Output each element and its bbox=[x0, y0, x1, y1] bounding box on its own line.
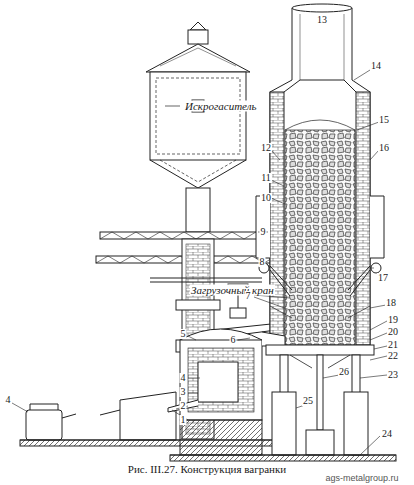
callout-number: 12 bbox=[260, 143, 272, 153]
callout-number: 4 bbox=[5, 395, 12, 405]
part-label: Искрогаситель bbox=[184, 101, 258, 112]
figure-caption: Рис. III.27. Конструкция вагранки bbox=[0, 463, 414, 475]
callout-number: 7 bbox=[245, 291, 252, 301]
callout-number: 25 bbox=[302, 396, 314, 406]
callout-number: 2 bbox=[180, 401, 187, 411]
callout-number: 3 bbox=[180, 387, 187, 397]
callout-number: 16 bbox=[378, 143, 390, 153]
callout-number: 13 bbox=[316, 15, 328, 25]
callout-number: 22 bbox=[387, 351, 399, 361]
callout-number: 24 bbox=[381, 429, 393, 439]
callout-number: 26 bbox=[338, 367, 350, 377]
callout-number: 19 bbox=[387, 315, 399, 325]
callout-number: 20 bbox=[387, 327, 399, 337]
part-label: Загрузочный кран bbox=[190, 285, 275, 296]
callout-number: 18 bbox=[385, 298, 397, 308]
callout-number: 15 bbox=[378, 115, 390, 125]
callout-number: 6 bbox=[230, 335, 237, 345]
callout-number: 1 bbox=[180, 415, 187, 425]
callout-number: 8 bbox=[259, 257, 266, 267]
callout-number: 5 bbox=[180, 329, 187, 339]
callout-number: 4 bbox=[180, 373, 187, 383]
watermark: ags-metalgroup.ru bbox=[325, 474, 398, 483]
callout-number: 14 bbox=[370, 61, 382, 71]
callout-number: 21 bbox=[387, 340, 399, 350]
callout-number: 23 bbox=[387, 370, 399, 380]
callout-number: 9 bbox=[260, 227, 267, 237]
callout-number: 10 bbox=[260, 193, 272, 203]
callout-number: 17 bbox=[377, 273, 389, 283]
callout-number: 11 bbox=[260, 173, 272, 183]
